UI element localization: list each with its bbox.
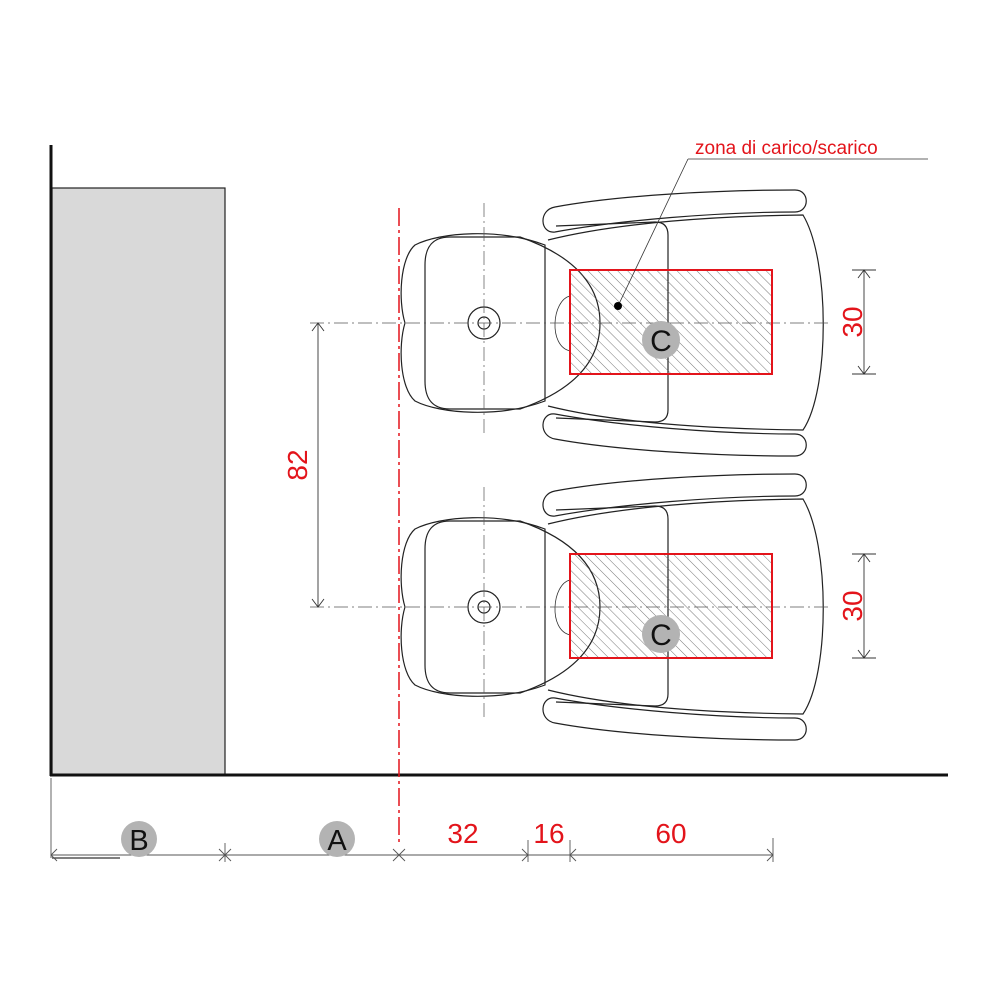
annotation-dot bbox=[614, 302, 622, 310]
dimension-32-label: 32 bbox=[447, 818, 478, 849]
dimension-30-2 bbox=[852, 553, 876, 659]
marker-a-circle bbox=[319, 821, 355, 857]
dimension-30-1 bbox=[852, 269, 876, 375]
marker-b-circle bbox=[121, 821, 157, 857]
dimension-82-label: 82 bbox=[282, 449, 313, 480]
loading-zone-1 bbox=[569, 269, 773, 375]
dimension-30-1-label: 30 bbox=[837, 306, 868, 337]
marker-c1: C bbox=[650, 325, 672, 358]
marker-c2: C bbox=[650, 619, 672, 652]
dimension-30-2-label: 30 bbox=[837, 590, 868, 621]
dimension-16-label: 16 bbox=[533, 818, 564, 849]
annotation-leader bbox=[617, 158, 689, 307]
marker-c2-circle bbox=[642, 615, 680, 653]
bottom-dimension-chain bbox=[50, 778, 774, 862]
marker-c1-circle bbox=[642, 321, 680, 359]
marker-b: B bbox=[129, 825, 148, 857]
marker-a: A bbox=[327, 825, 347, 857]
annotation-label: zona di carico/scarico bbox=[695, 138, 878, 159]
dimension-82 bbox=[311, 322, 325, 608]
dimension-60-label: 60 bbox=[655, 818, 686, 849]
wall-block bbox=[51, 187, 226, 776]
